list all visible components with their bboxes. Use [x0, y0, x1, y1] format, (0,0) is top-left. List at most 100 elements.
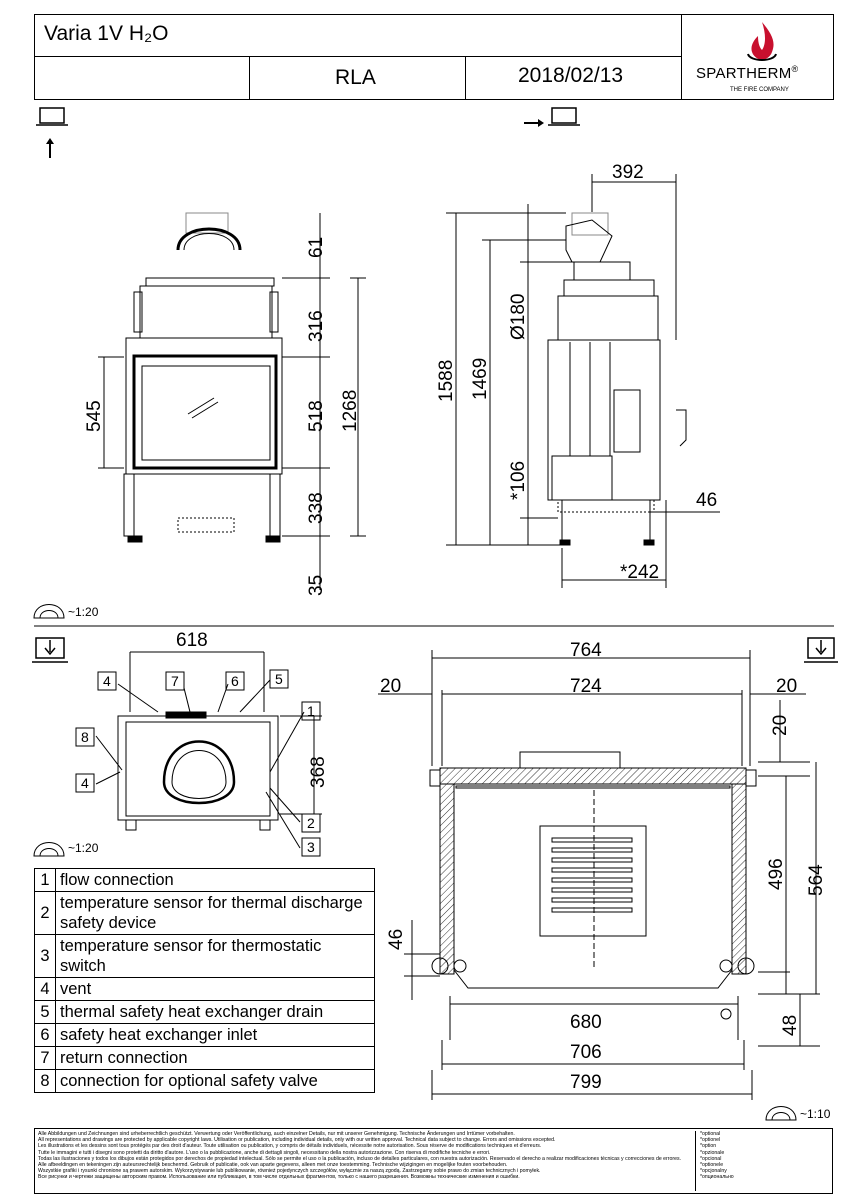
- dim-diameter-180: Ø180: [508, 294, 529, 340]
- drawing-code: RLA: [335, 66, 376, 89]
- dim-316: 316: [306, 310, 327, 342]
- legend-text: safety heat exchanger inlet: [55, 1023, 375, 1047]
- legend-text: vent: [55, 977, 375, 1001]
- dim-20-left: 20: [380, 676, 401, 697]
- front-dimension-labels: 545 61 316 518 1268 338 35: [84, 237, 361, 596]
- legend-text: thermal safety heat exchanger drain: [55, 1000, 375, 1024]
- front-view-icon: [36, 107, 68, 158]
- dim-618: 618: [176, 630, 208, 651]
- optional-notes: *optional *optionel *option *opzionale *…: [695, 1131, 830, 1191]
- scale-icon: [33, 604, 65, 619]
- copyright-line: Tutte le immagini e tutti i disegni sono…: [38, 1149, 491, 1156]
- optional-line: *optionele: [700, 1162, 724, 1169]
- dim-368: 368: [308, 756, 329, 788]
- optional-line: *опционально: [700, 1174, 734, 1181]
- dim-106: *106: [508, 461, 529, 500]
- logo-cell-divider: [681, 14, 682, 100]
- legend-number: 6: [34, 1023, 56, 1047]
- dim-392: 392: [612, 162, 644, 183]
- callout-4-top: 4: [103, 673, 111, 689]
- copyright-line: Les illustrations et les dessins sont to…: [38, 1143, 542, 1150]
- top-view-icon: [32, 637, 68, 663]
- dim-46-side: 46: [696, 490, 717, 511]
- callout-4-side: 4: [81, 775, 89, 791]
- legend-text: flow connection: [55, 868, 375, 892]
- copyright-line: Все рисунки и чертежи защищены авторским…: [38, 1174, 520, 1181]
- optional-line: *opcional: [700, 1155, 722, 1162]
- callout-3: 3: [307, 839, 315, 855]
- copyright-footer: Alle Abbildungen und Zeichnungen sind ur…: [34, 1128, 833, 1194]
- scale-front: ~1:20: [68, 605, 99, 619]
- dim-20-vertical: 20: [770, 715, 791, 736]
- copyright-line: Todas las ilustraciones y todos los dibu…: [38, 1155, 682, 1162]
- dim-46-section: 46: [386, 929, 407, 950]
- optional-line: *opcjonalny: [700, 1168, 727, 1175]
- copyright-line: Alle Abbildungen und Zeichnungen sind ur…: [38, 1131, 515, 1137]
- dim-242: *242: [620, 562, 659, 583]
- callout-6: 6: [231, 673, 239, 689]
- callout-boxes: 4 7 6 5 1 8 4 2 3: [75, 669, 321, 857]
- legend-text: return connection: [55, 1046, 375, 1070]
- dim-764: 764: [570, 640, 602, 661]
- dim-1268: 1268: [340, 390, 361, 432]
- dim-706: 706: [570, 1042, 602, 1063]
- callout-8: 8: [81, 729, 89, 745]
- optional-line: *optionel: [700, 1137, 721, 1144]
- dim-518: 518: [306, 400, 327, 432]
- drawing-date: 2018/02/13: [518, 64, 624, 87]
- callout-5: 5: [275, 671, 283, 687]
- scale-icon-section: [765, 1106, 797, 1121]
- callout-1: 1: [307, 703, 315, 719]
- brand-tagline: THE FIRE COMPANY: [730, 87, 789, 93]
- dim-20-right: 20: [776, 676, 797, 697]
- optional-line: *option: [700, 1143, 717, 1150]
- legend-number: 5: [34, 1000, 56, 1024]
- legend-number: 3: [34, 934, 56, 978]
- scale-top: ~1:20: [68, 841, 99, 855]
- side-view-icon: [524, 107, 580, 127]
- legend-number: 2: [34, 891, 56, 935]
- optional-line: *opzionale: [700, 1149, 725, 1156]
- callout-2: 2: [307, 815, 315, 831]
- dim-496: 496: [766, 858, 787, 890]
- legend-text: connection for optional safety valve: [55, 1069, 375, 1093]
- dim-48: 48: [780, 1015, 801, 1036]
- dim-724: 724: [570, 676, 602, 697]
- dim-680: 680: [570, 1012, 602, 1033]
- legend-number: 1: [34, 868, 56, 892]
- legend-text: temperature sensor for thermostatic swit…: [55, 934, 375, 978]
- legend-number: 7: [34, 1046, 56, 1070]
- model-name: Varia 1V H₂O: [44, 22, 169, 45]
- dim-338: 338: [306, 492, 327, 524]
- callout-7: 7: [171, 673, 179, 689]
- copyright-line: Alle afbeeldingen en tekeningen zijn aut…: [38, 1162, 508, 1169]
- title-row-divider: [34, 56, 682, 57]
- scale-section: ~1:10: [800, 1107, 831, 1121]
- dim-545: 545: [84, 400, 105, 432]
- copyright-text: Alle Abbildungen und Zeichnungen sind ur…: [38, 1131, 688, 1181]
- legend-number: 8: [34, 1069, 56, 1093]
- flame-logo-icon: [742, 20, 782, 64]
- scale-icon-top: [33, 842, 65, 857]
- brand-name: SPARTHERM®: [696, 64, 799, 82]
- copyright-line: Wszystkie grafiki i rysunki chronione są…: [38, 1168, 541, 1175]
- copyright-line: All representations and drawings are pro…: [38, 1137, 556, 1144]
- section-view-drawing: [378, 650, 820, 1100]
- legend-number: 4: [34, 977, 56, 1001]
- code-cell-divider-1: [249, 56, 250, 100]
- section-dimension-labels: 764 724 20 20 20 496 564 46 680 706 799 …: [380, 640, 827, 1093]
- legend-text: temperature sensor for thermal discharge…: [55, 891, 375, 935]
- dim-35: 35: [306, 575, 327, 596]
- dim-1588: 1588: [436, 360, 457, 402]
- dim-799: 799: [570, 1072, 602, 1093]
- top-view-icon-right: [804, 637, 838, 663]
